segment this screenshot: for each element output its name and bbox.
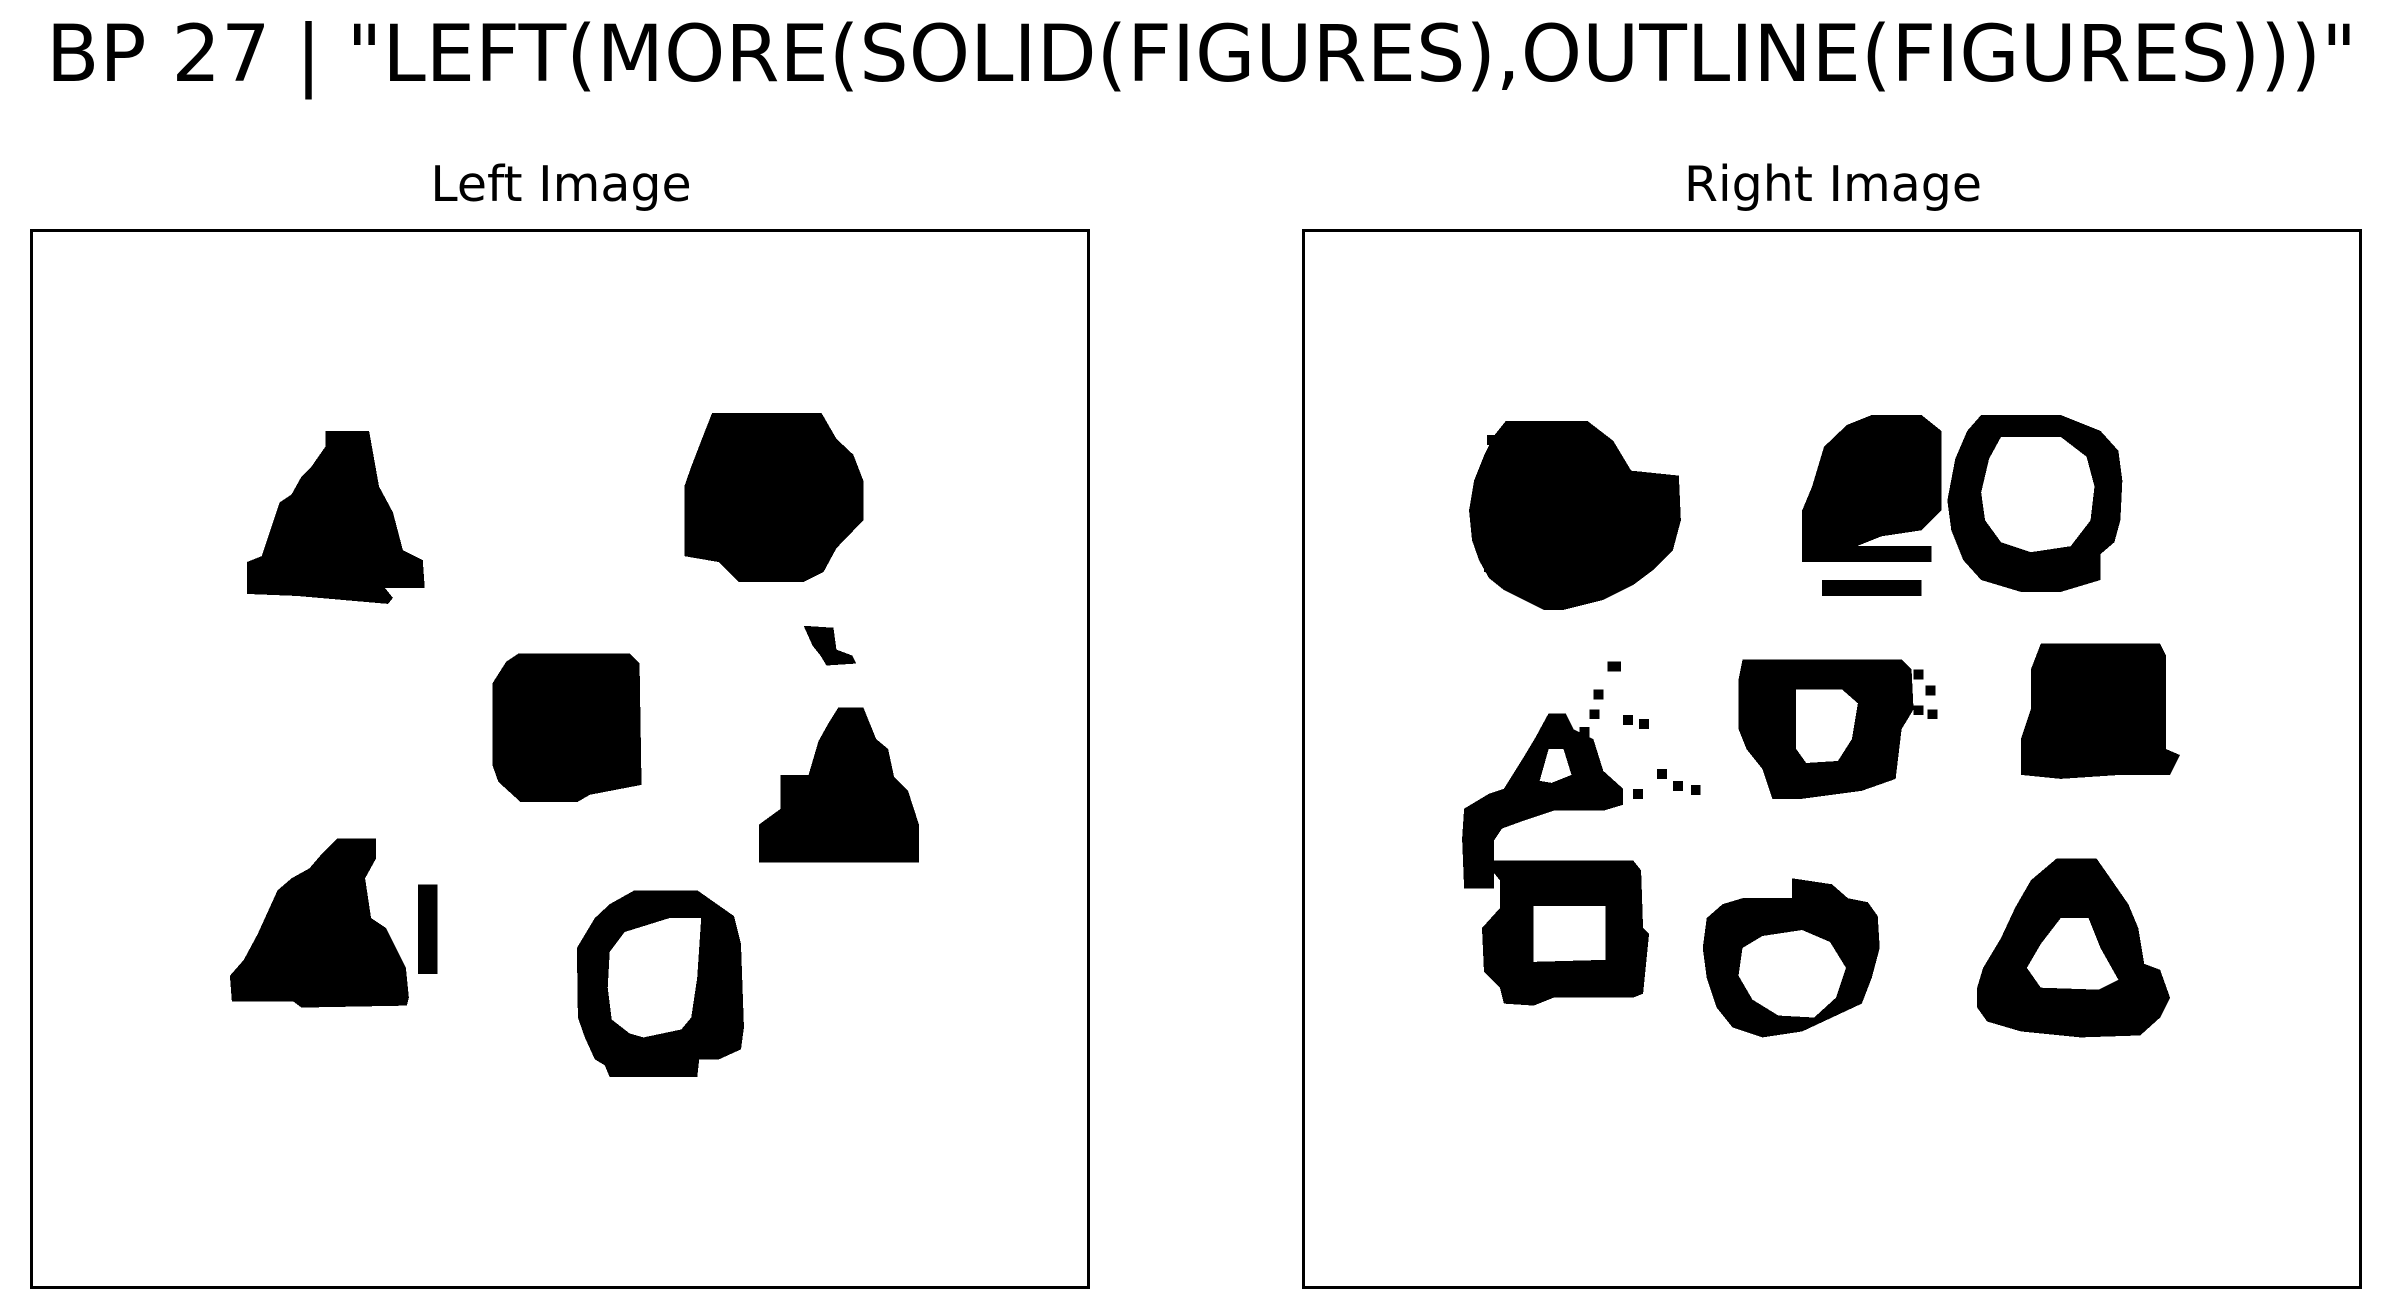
right-noise-dot-13 [1633, 788, 1644, 799]
right-outline-circle-2 [1702, 878, 1880, 1038]
right-noise-dot-5 [1593, 689, 1604, 700]
right-solid-blob-1 [1802, 414, 1942, 557]
right-noise-dot-1 [1486, 434, 1497, 445]
left-noise-bar-1 [417, 884, 438, 974]
right-noise-dot-16 [1913, 705, 1924, 716]
right-solid-blob-ledge [1802, 546, 1932, 563]
left-outline-circle-1 [576, 890, 744, 1078]
right-noise-dot-17 [1927, 709, 1938, 720]
right-noise-dot-6 [1589, 709, 1600, 720]
right-image-canvas [1462, 414, 2181, 1038]
left-solid-circle-1 [684, 412, 864, 583]
right-noise-dot-15 [1925, 685, 1936, 696]
right-outline-triangle-2 [1977, 858, 2171, 1038]
right-outline-circle-1 [1947, 414, 2123, 592]
right-outline-triangle-1 [1462, 713, 1624, 889]
right-panel-title: Right Image [1683, 156, 1983, 213]
left-solid-square-1 [492, 653, 642, 802]
right-noise-dot-4 [1607, 661, 1622, 672]
right-noise-dot-2 [1481, 460, 1492, 471]
left-solid-triangle-3 [229, 838, 409, 1008]
right-noise-dot-10 [1656, 768, 1667, 779]
right-noise-dot-12 [1690, 784, 1701, 795]
right-noise-dot-14 [1913, 669, 1924, 680]
left-image-canvas [229, 412, 919, 1078]
right-noise-dot-8 [1639, 719, 1650, 730]
figure-title: BP 27 | "LEFT(MORE(SOLID(FIGURES),OUTLIN… [46, 10, 2357, 100]
left-panel-title: Left Image [430, 156, 692, 213]
right-image-panel [1302, 229, 2362, 1289]
right-solid-square-1 [2020, 643, 2181, 779]
right-noise-dot-7 [1623, 715, 1634, 726]
right-noise-dot-3 [1483, 562, 1494, 573]
right-outline-square-2 [1481, 860, 1650, 1006]
right-solid-circle-1 [1469, 420, 1681, 610]
right-outline-square-1 [1738, 659, 1914, 799]
right-noise-dot-9 [1579, 727, 1590, 738]
left-noise-fragment-1 [803, 625, 857, 666]
left-image-panel [30, 229, 1090, 1289]
left-solid-triangle-1 [246, 430, 425, 604]
left-solid-triangle-2 [758, 707, 919, 863]
right-noise-dot-11 [1672, 780, 1683, 791]
right-solid-blob-base [1822, 580, 1922, 596]
